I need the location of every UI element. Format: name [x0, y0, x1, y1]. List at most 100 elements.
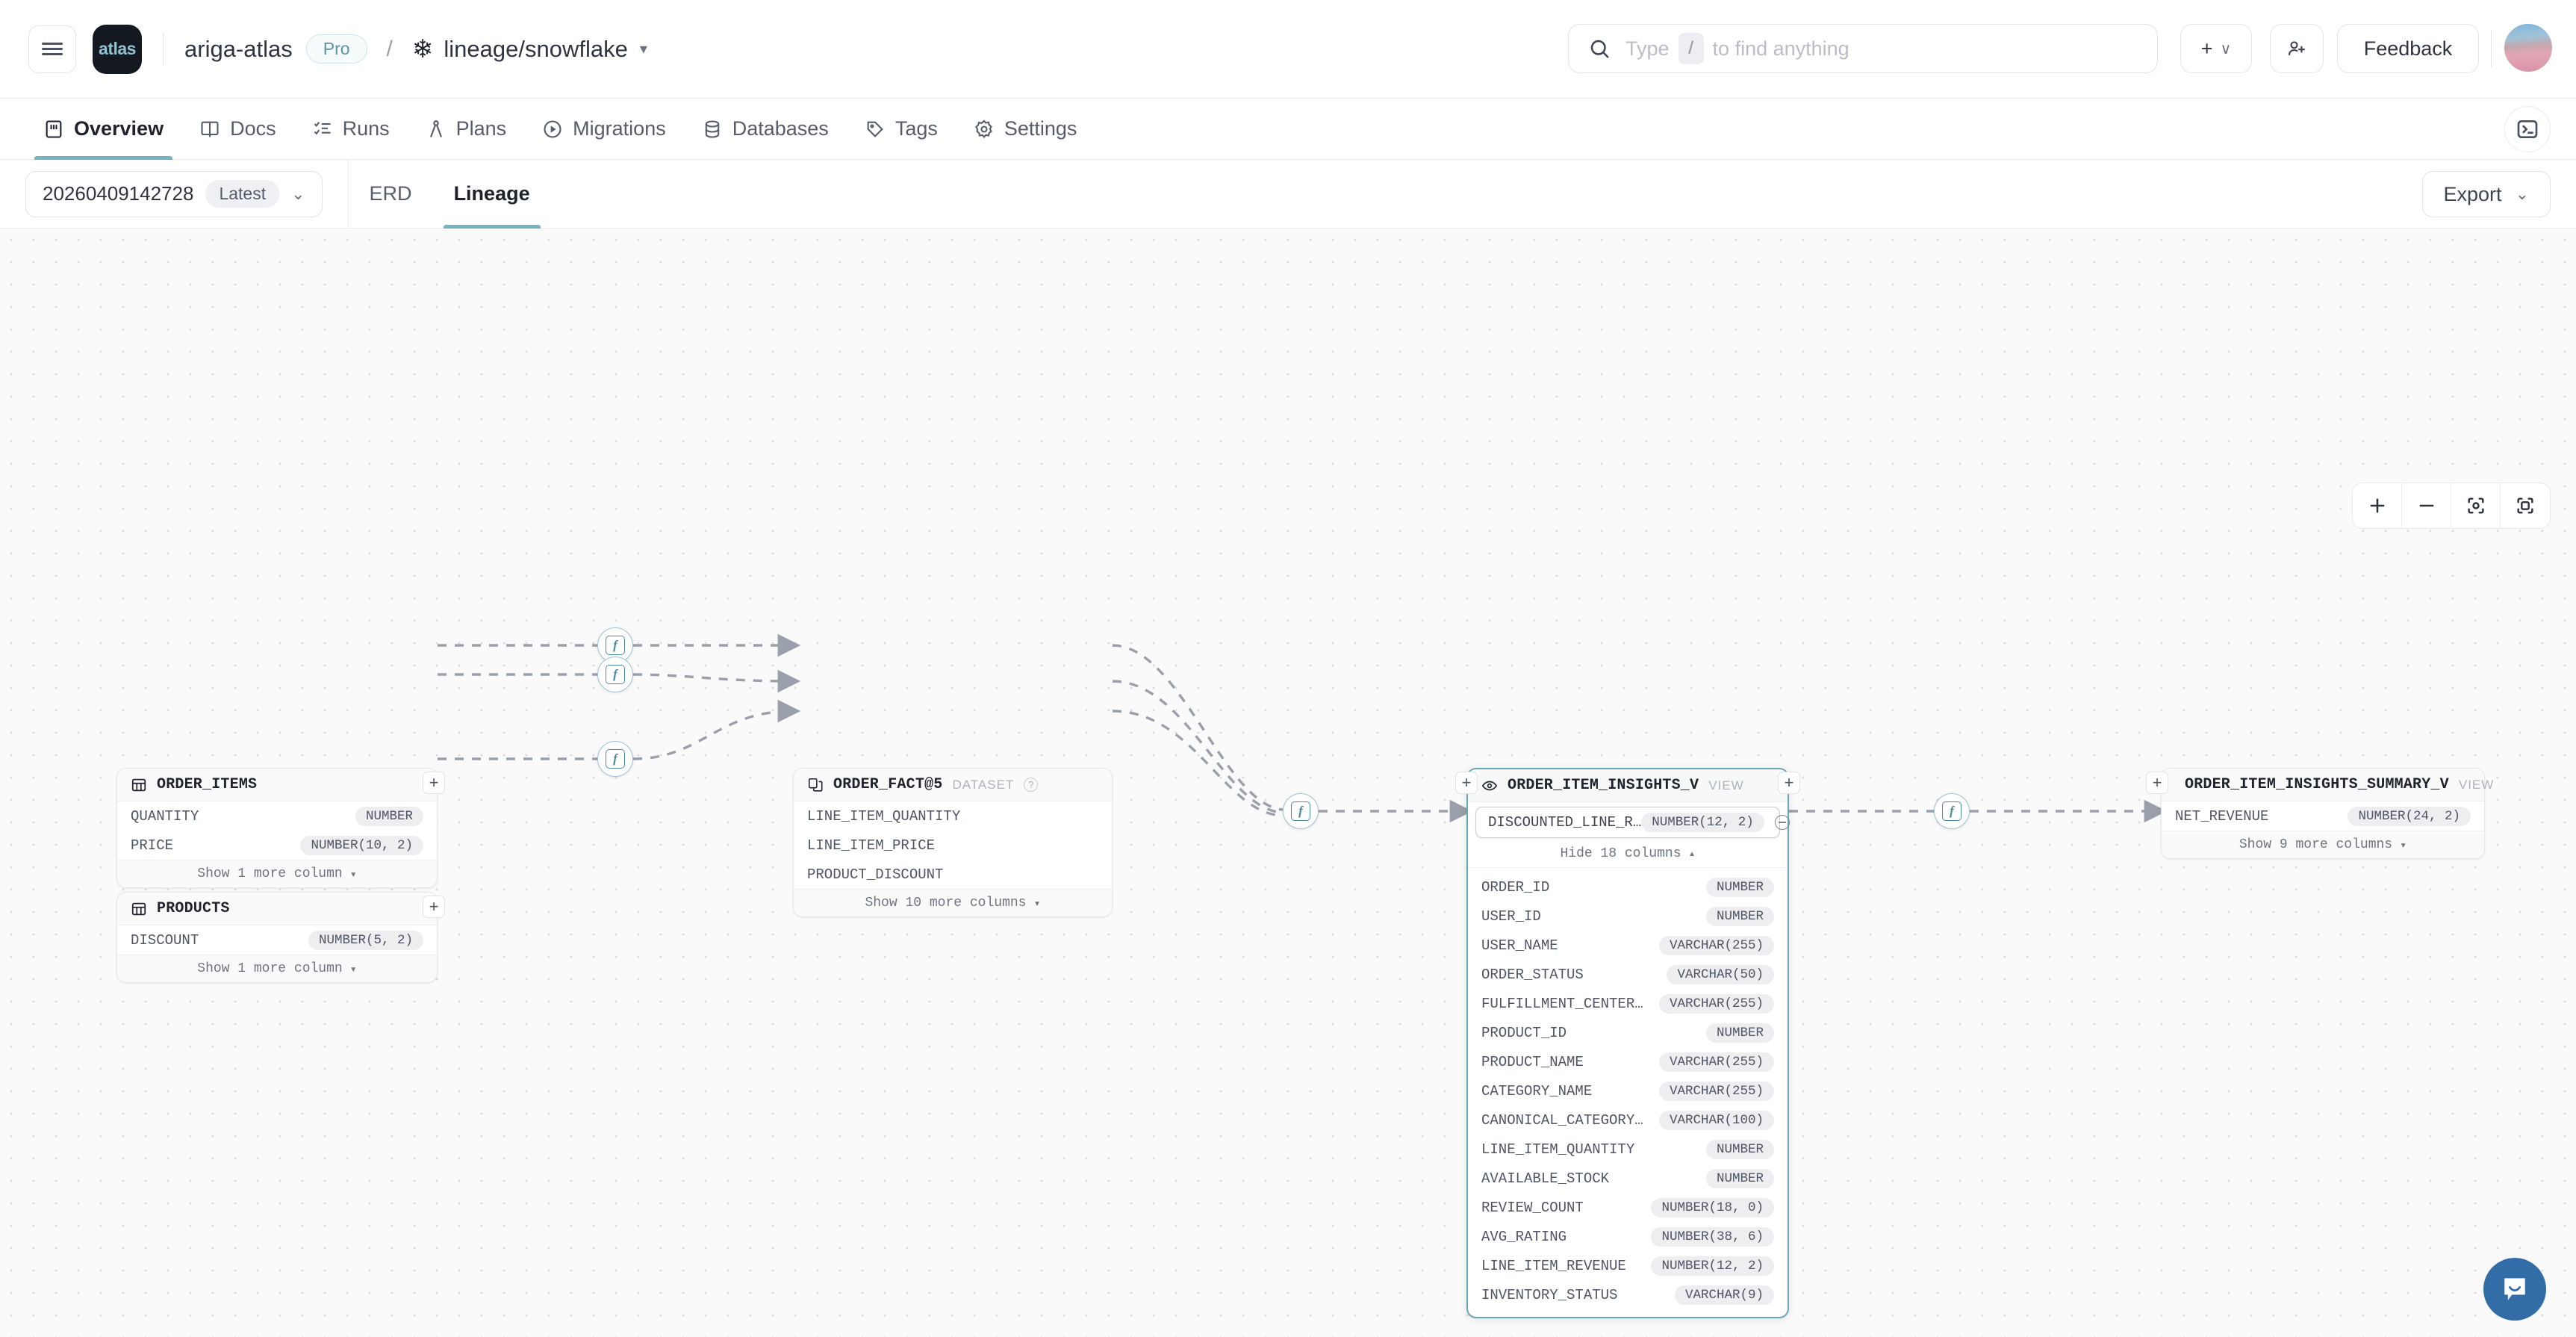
lineage-node-products[interactable]: PRODUCTS DISCOUNT NUMBER(5, 2) Show 1 mo…	[116, 892, 438, 983]
export-button[interactable]: Export ⌄	[2421, 171, 2551, 217]
lineage-canvas[interactable]: ORDER_ITEMS QUANTITY NUMBER PRICE NUMBER…	[0, 229, 2576, 1337]
column-name: FULFILLMENT_CENTER…	[1481, 995, 1643, 1012]
fit-view-button[interactable]	[2451, 483, 2501, 528]
lineage-node-order-items[interactable]: ORDER_ITEMS QUANTITY NUMBER PRICE NUMBER…	[116, 768, 438, 888]
show-more-columns-button[interactable]: Show 10 more columns ▾	[794, 889, 1112, 916]
transform-function-node[interactable]: f	[597, 657, 633, 692]
transform-function-node[interactable]: f	[1283, 793, 1319, 829]
avatar[interactable]	[2503, 22, 2554, 73]
chevron-down-icon: ▾	[2400, 839, 2407, 852]
node-column-row[interactable]: NET_REVENUE NUMBER(24, 2)	[2162, 801, 2484, 831]
expand-upstream-handle[interactable]: +	[423, 896, 445, 918]
tag-icon	[867, 121, 883, 137]
chevron-down-icon[interactable]: ▾	[639, 41, 647, 58]
transform-function-node[interactable]: f	[1934, 793, 1970, 829]
node-column-row[interactable]: LINE_ITEM_QUANTITY	[794, 801, 1112, 831]
invite-user-button[interactable]	[2270, 24, 2324, 73]
minus-icon	[2419, 504, 2433, 507]
expand-upstream-handle[interactable]: +	[1455, 772, 1478, 794]
lineage-node-order-fact05[interactable]: ORDER_FACT@5 DATASET ? LINE_ITEM_QUANTIT…	[793, 768, 1113, 917]
node-column-row[interactable]: PRICE NUMBER(10, 2)	[117, 831, 437, 860]
version-selector[interactable]: 20260409142728 Latest ⌄	[25, 170, 323, 217]
tab-lineage[interactable]: Lineage	[433, 160, 551, 229]
header-divider	[163, 32, 164, 66]
column-name: INVENTORY_STATUS	[1481, 1286, 1618, 1303]
selected-column-row[interactable]: DISCOUNTED_LINE_R… NUMBER(12, 2)	[1475, 807, 1790, 838]
node-column-row[interactable]: FULFILLMENT_CENTER…VARCHAR(255)	[1468, 989, 1788, 1018]
column-name: DISCOUNT	[131, 931, 199, 949]
export-label: Export	[2443, 182, 2502, 205]
lineage-node-order-item-insights-summary-v[interactable]: ORDER_ITEM_INSIGHTS_SUMMARY_V VIEW NET_R…	[2161, 768, 2493, 859]
show-more-columns-button[interactable]: Show 9 more columns ▾	[2162, 831, 2484, 858]
node-kind-label: VIEW	[2458, 777, 2495, 792]
tab-erd[interactable]: ERD	[349, 160, 433, 229]
database-icon	[705, 120, 719, 138]
add-user-icon	[2289, 41, 2305, 56]
function-glyph: f	[1950, 804, 1954, 818]
node-header: ORDER_ITEM_INSIGHTS_SUMMARY_V VIEW	[2162, 769, 2493, 801]
zoom-out-button[interactable]	[2402, 483, 2451, 528]
feedback-label: Feedback	[2363, 37, 2453, 60]
lineage-node-order-item-insights-v[interactable]: ORDER_ITEM_INSIGHTS_V VIEW DISCOUNTED_LI…	[1466, 768, 1790, 1318]
node-column-row[interactable]: LINE_ITEM_PRICE	[794, 831, 1112, 860]
zoom-in-button[interactable]	[2353, 483, 2402, 528]
expand-upstream-handle[interactable]: +	[2146, 772, 2168, 794]
node-column-row[interactable]: QUANTITY NUMBER	[117, 801, 437, 831]
node-column-row[interactable]: PRODUCT_DISCOUNT	[794, 860, 1112, 889]
project-breadcrumb[interactable]: lineage/snowflake	[444, 35, 628, 62]
nav-tab-migrations[interactable]: Migrations	[524, 99, 684, 160]
nav-tab-docs[interactable]: Docs	[181, 99, 294, 160]
transform-function-node[interactable]: f	[597, 741, 633, 777]
column-name: LINE_ITEM_QUANTITY	[1481, 1141, 1635, 1158]
chat-launcher-button[interactable]	[2483, 1258, 2546, 1321]
column-type: NUMBER	[355, 806, 423, 826]
hide-columns-button[interactable]: Hide 18 columns ▴	[1468, 840, 1788, 867]
node-column-row[interactable]: CANONICAL_CATEGORY…VARCHAR(100)	[1468, 1105, 1788, 1135]
show-more-columns-button[interactable]: Show 1 more column ▾	[117, 860, 437, 887]
menu-toggle-button[interactable]	[28, 25, 76, 73]
expand-downstream-handle[interactable]: +	[1778, 772, 1800, 794]
nav-tab-runs[interactable]: Runs	[294, 99, 408, 160]
atlas-logo[interactable]: atlas	[93, 24, 142, 74]
column-type: VARCHAR(255)	[1658, 1052, 1774, 1072]
nav-tab-overview[interactable]: Overview	[25, 99, 181, 160]
column-name: CANONICAL_CATEGORY…	[1481, 1111, 1643, 1129]
feedback-button[interactable]: Feedback	[2337, 24, 2479, 73]
function-glyph: f	[1298, 804, 1303, 818]
avatar-divider	[2491, 30, 2492, 67]
help-icon[interactable]: ?	[1024, 778, 1039, 792]
org-breadcrumb[interactable]: ariga-atlas	[184, 35, 293, 62]
console-toggle-button[interactable]	[2504, 106, 2551, 152]
collapse-column-button[interactable]	[1774, 815, 1790, 830]
search-prefix: Type	[1625, 37, 1670, 60]
show-more-columns-button[interactable]: Show 1 more column ▾	[117, 955, 437, 982]
nav-tab-plans[interactable]: Plans	[408, 99, 525, 160]
reset-view-button[interactable]	[2501, 483, 2550, 528]
node-column-row[interactable]: DISCOUNT NUMBER(5, 2)	[117, 925, 437, 955]
node-kind-label: VIEW	[1708, 778, 1744, 792]
version-number: 20260409142728	[43, 182, 194, 205]
node-title: ORDER_ITEM_INSIGHTS_V	[1508, 777, 1699, 794]
function-icon: f	[1942, 801, 1961, 821]
expand-upstream-handle[interactable]: +	[423, 772, 445, 794]
add-button[interactable]: + ∨	[2180, 24, 2252, 73]
nav-tab-tags[interactable]: Tags	[847, 99, 956, 160]
subheader-divider	[347, 159, 349, 229]
nav-tab-settings[interactable]: Settings	[956, 99, 1095, 160]
search-input[interactable]: Type / to find anything	[1568, 24, 2158, 73]
dataset-icon	[808, 778, 823, 792]
nav-tab-databases[interactable]: Databases	[684, 99, 847, 160]
